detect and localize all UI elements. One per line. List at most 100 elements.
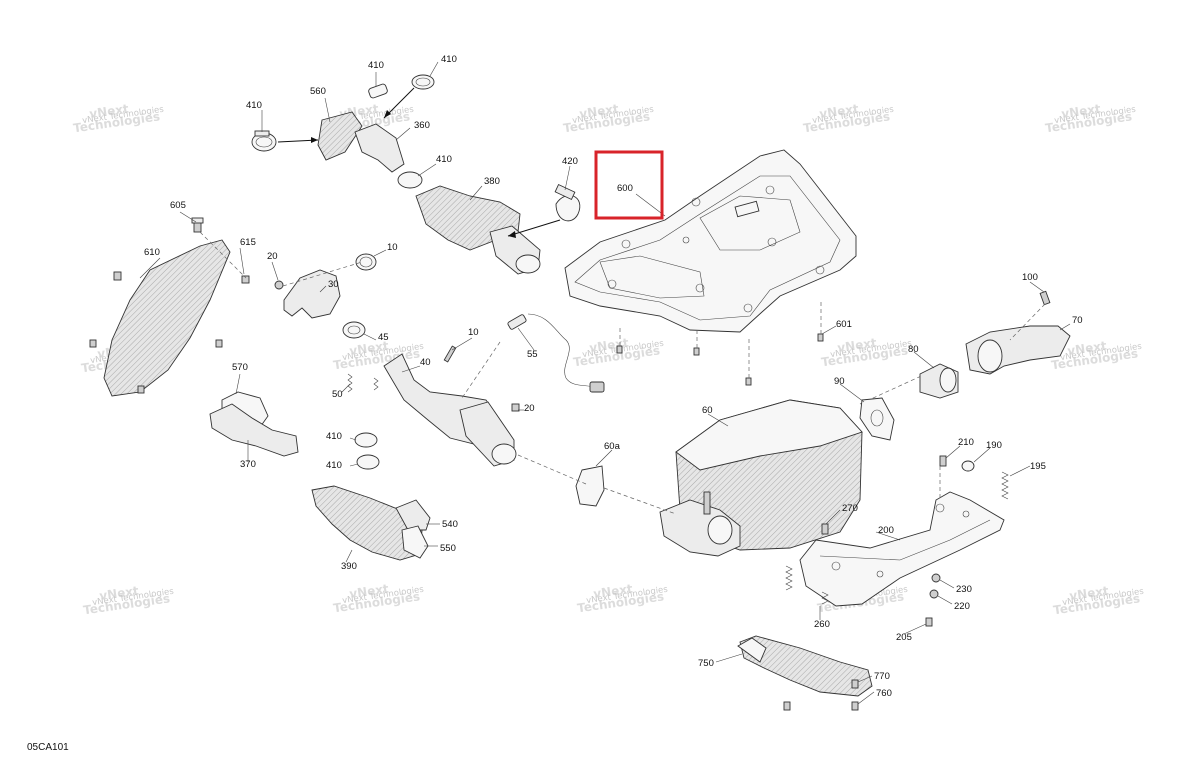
label-410-d[interactable]: 410: [436, 154, 452, 165]
svg-text:vNext: vNext: [88, 102, 129, 121]
bolt-610-a[interactable]: [113, 271, 122, 281]
label-410-e[interactable]: 410: [326, 431, 342, 442]
clamp-420[interactable]: [554, 183, 581, 222]
label-100[interactable]: 100: [1022, 272, 1038, 283]
clamp-410-lower-a[interactable]: [354, 432, 378, 448]
watermark-1: vNext Technologies vNext Technologies: [72, 102, 165, 136]
bracket-200[interactable]: [799, 491, 1005, 607]
heat-shield-750[interactable]: [739, 635, 873, 697]
label-605[interactable]: 605: [170, 200, 186, 211]
bolt-760-b[interactable]: [851, 701, 859, 711]
clamp-410-mid[interactable]: [397, 171, 423, 189]
label-420[interactable]: 420: [562, 156, 578, 167]
label-550[interactable]: 550: [440, 543, 456, 554]
label-10-a[interactable]: 10: [387, 242, 398, 253]
pipe-370[interactable]: [209, 403, 299, 457]
manifold-30[interactable]: [283, 269, 341, 319]
grommet-190[interactable]: [961, 460, 975, 472]
label-195[interactable]: 195: [1030, 461, 1046, 472]
label-601[interactable]: 601: [836, 319, 852, 330]
spring-260[interactable]: [785, 565, 829, 605]
bolt-610-c[interactable]: [137, 385, 145, 394]
bolt-760-a[interactable]: [783, 701, 791, 711]
label-60a[interactable]: 60a: [604, 441, 621, 452]
label-30[interactable]: 30: [328, 279, 339, 290]
clamp-410-top-right[interactable]: [411, 74, 435, 90]
bolt-270[interactable]: [821, 523, 829, 535]
clamp-410-left[interactable]: [251, 130, 277, 152]
skid-plate-600[interactable]: [564, 149, 857, 333]
spring-195[interactable]: [1001, 471, 1009, 500]
label-90[interactable]: 90: [834, 376, 845, 387]
label-760[interactable]: 760: [876, 688, 892, 699]
nut-20-top[interactable]: [274, 280, 284, 290]
label-410-b[interactable]: 410: [368, 60, 384, 71]
label-410-a[interactable]: 410: [246, 100, 262, 111]
bolt-205[interactable]: [925, 617, 933, 627]
label-200[interactable]: 200: [878, 525, 894, 536]
label-410-c[interactable]: 410: [441, 54, 457, 65]
bolt-100[interactable]: [1039, 290, 1051, 306]
nut-615[interactable]: [241, 275, 250, 284]
label-750[interactable]: 750: [698, 658, 714, 669]
label-70[interactable]: 70: [1072, 315, 1083, 326]
clamp-410-top[interactable]: [368, 83, 388, 99]
bolt-605[interactable]: [191, 217, 204, 233]
label-45[interactable]: 45: [378, 332, 389, 343]
label-610[interactable]: 610: [144, 247, 160, 258]
label-370[interactable]: 370: [240, 459, 256, 470]
label-560[interactable]: 560: [310, 86, 326, 97]
label-570[interactable]: 570: [232, 362, 248, 373]
gasket-90[interactable]: [859, 397, 895, 441]
watermark-9: vNext Technologies vNext Technologies: [820, 336, 913, 370]
label-60[interactable]: 60: [702, 405, 713, 416]
spring-50[interactable]: [347, 373, 379, 393]
label-390[interactable]: 390: [341, 561, 357, 572]
heat-shield-390[interactable]: [311, 485, 423, 561]
gasket-10-top[interactable]: [355, 253, 377, 271]
clamp-550[interactable]: [401, 525, 429, 559]
label-10-b[interactable]: 10: [468, 327, 479, 338]
label-20-a[interactable]: 20: [267, 251, 278, 262]
nut-230[interactable]: [931, 573, 941, 583]
label-270[interactable]: 270: [842, 503, 858, 514]
label-55[interactable]: 55: [527, 349, 538, 360]
label-600[interactable]: 600: [617, 183, 633, 194]
heat-shield-560[interactable]: [317, 111, 363, 161]
label-20-b[interactable]: 20: [524, 403, 535, 414]
label-540[interactable]: 540: [442, 519, 458, 530]
stud-10[interactable]: [443, 345, 457, 363]
clamp-60a[interactable]: [575, 465, 605, 507]
bolt-610-b[interactable]: [89, 339, 97, 348]
svg-text:vNext: vNext: [348, 339, 389, 358]
bolt-210[interactable]: [939, 455, 947, 467]
bolts-601[interactable]: [616, 333, 824, 386]
muffler-60[interactable]: [659, 399, 863, 557]
label-205[interactable]: 205: [896, 632, 912, 643]
clamp-410-lower-b[interactable]: [356, 454, 380, 470]
heat-shield-610[interactable]: [103, 239, 231, 397]
label-220[interactable]: 220: [954, 601, 970, 612]
label-190[interactable]: 190: [986, 440, 1002, 451]
bolt-610-d[interactable]: [215, 339, 223, 348]
label-210[interactable]: 210: [958, 437, 974, 448]
label-770[interactable]: 770: [874, 671, 890, 682]
washer-220[interactable]: [929, 589, 939, 599]
label-615[interactable]: 615: [240, 237, 256, 248]
svg-text:vNext: vNext: [592, 582, 633, 601]
oxygen-sensor-55[interactable]: [507, 313, 605, 393]
nut-20-mid[interactable]: [511, 403, 520, 412]
gasket-45[interactable]: [342, 321, 366, 339]
label-380[interactable]: 380: [484, 176, 500, 187]
label-410-f[interactable]: 410: [326, 460, 342, 471]
bolt-770[interactable]: [851, 679, 859, 689]
svg-text:vNext: vNext: [836, 336, 877, 355]
label-80[interactable]: 80: [908, 344, 919, 355]
label-360[interactable]: 360: [414, 120, 430, 131]
label-40[interactable]: 40: [420, 357, 431, 368]
arrow-head-420: [508, 231, 516, 238]
label-230[interactable]: 230: [956, 584, 972, 595]
label-50[interactable]: 50: [332, 389, 343, 400]
pipe-360[interactable]: [354, 123, 405, 173]
label-260[interactable]: 260: [814, 619, 830, 630]
